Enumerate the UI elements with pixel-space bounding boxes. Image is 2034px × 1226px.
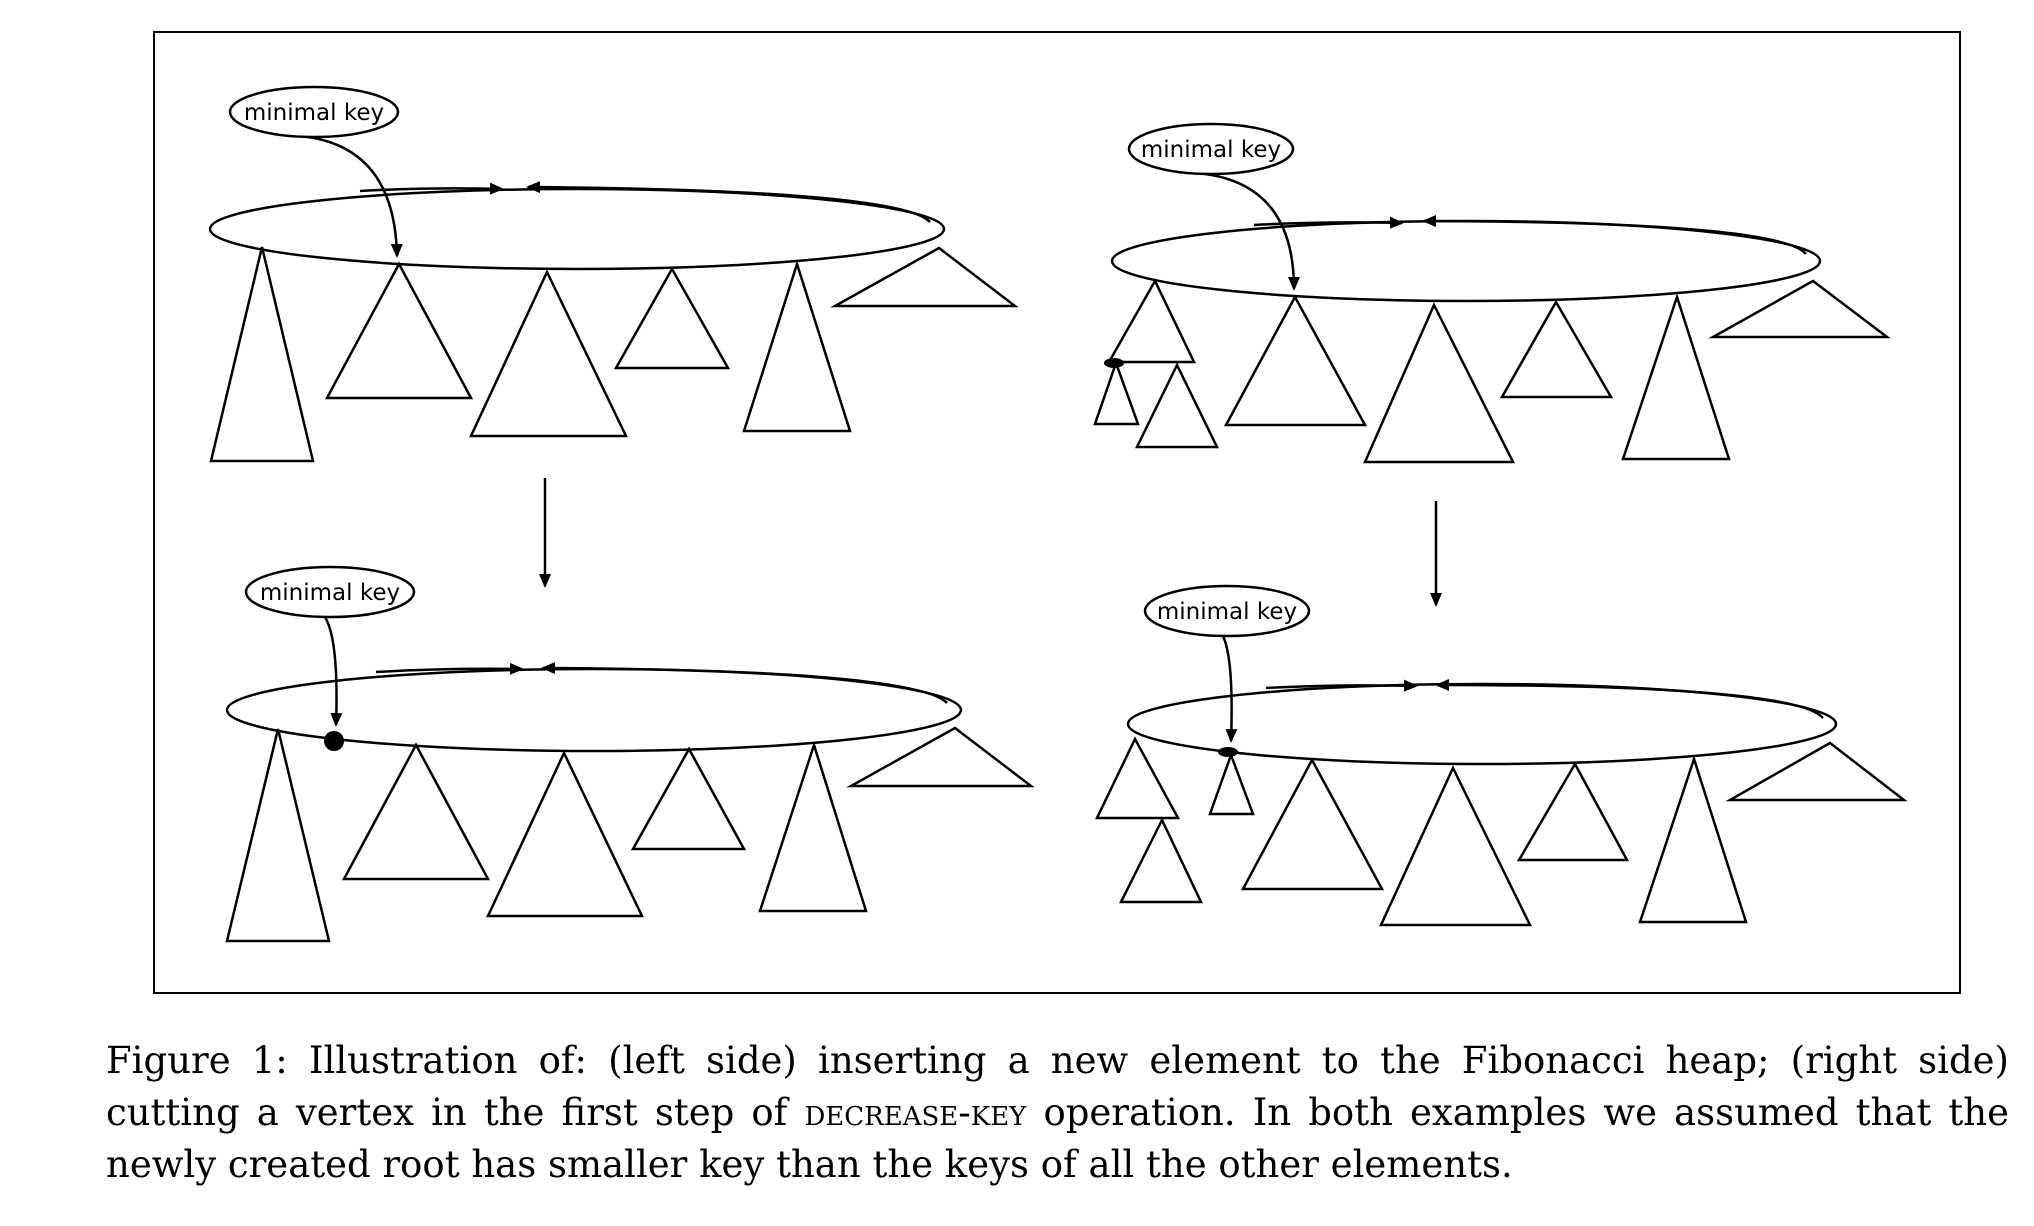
root-list-arrow-right bbox=[1265, 679, 1418, 692]
tree bbox=[1106, 278, 1196, 364]
minimal-key-pointer-arrow bbox=[1221, 635, 1238, 743]
tree bbox=[758, 740, 868, 913]
tree bbox=[469, 269, 628, 438]
minimal-key-label-bubble bbox=[244, 565, 416, 619]
tree bbox=[324, 261, 474, 400]
tree bbox=[613, 266, 731, 370]
tree bbox=[1621, 292, 1731, 461]
tree bbox=[1118, 817, 1203, 904]
tree bbox=[1638, 754, 1748, 924]
minimal-key-label-bubble bbox=[1143, 584, 1311, 638]
minimal-key-label: minimal key bbox=[1157, 599, 1297, 625]
root-list-arrow-left bbox=[526, 181, 931, 223]
tree bbox=[1516, 761, 1630, 862]
tree bbox=[1240, 757, 1385, 891]
minimal-key-pointer-arrow bbox=[1204, 172, 1300, 291]
tree bbox=[1363, 302, 1516, 464]
minimal-key-pointer-arrow bbox=[323, 616, 343, 727]
tree bbox=[1499, 299, 1614, 399]
tree bbox=[341, 742, 491, 881]
root-list-arrow-left bbox=[541, 662, 948, 704]
minimal-key-label: minimal key bbox=[1141, 137, 1281, 163]
caption-text-1: Figure 1: Illustration of: (left side) i… bbox=[106, 1039, 2009, 1134]
tree bbox=[1093, 359, 1140, 426]
tree bbox=[225, 728, 331, 943]
root-list-arrow-right bbox=[1253, 216, 1404, 229]
panel-left-top bbox=[208, 85, 1019, 463]
minimal-key-label: minimal key bbox=[244, 100, 384, 126]
root-list-arrow-right bbox=[359, 182, 504, 195]
root-list-ellipse bbox=[208, 187, 946, 271]
tree bbox=[1708, 279, 1891, 339]
panel-right-top bbox=[1093, 122, 1891, 464]
root-list-arrow-right bbox=[375, 662, 524, 675]
tree bbox=[1095, 736, 1181, 820]
tree bbox=[742, 259, 852, 433]
new-root-node bbox=[1218, 747, 1238, 757]
tree bbox=[209, 246, 315, 463]
tree bbox=[1379, 765, 1533, 927]
tree bbox=[830, 246, 1019, 308]
minimal-key-label: minimal key bbox=[260, 580, 400, 606]
root-list-ellipse bbox=[1110, 219, 1822, 303]
caption-text-2: operation. In both examples we assumed t… bbox=[106, 1091, 2009, 1186]
root-list-arrow-left bbox=[1435, 679, 1824, 719]
figure-caption: Figure 1: Illustration of: (left side) i… bbox=[106, 1035, 2009, 1191]
root-list-arrow-left bbox=[1422, 215, 1807, 255]
tree bbox=[630, 746, 747, 851]
panel-left-bottom bbox=[225, 565, 1035, 943]
tree bbox=[1134, 362, 1220, 449]
tree bbox=[1223, 294, 1368, 427]
tree bbox=[1725, 741, 1908, 802]
tree bbox=[1208, 751, 1255, 816]
tree bbox=[486, 750, 644, 918]
tree bbox=[846, 726, 1035, 788]
cut-vertex-node bbox=[1104, 358, 1124, 368]
new-element-node bbox=[324, 731, 344, 751]
minimal-key-pointer-arrow bbox=[307, 135, 403, 258]
panel-right-bottom bbox=[1095, 584, 1908, 927]
caption-operation-name: DECREASE-KEY bbox=[804, 1091, 1027, 1134]
